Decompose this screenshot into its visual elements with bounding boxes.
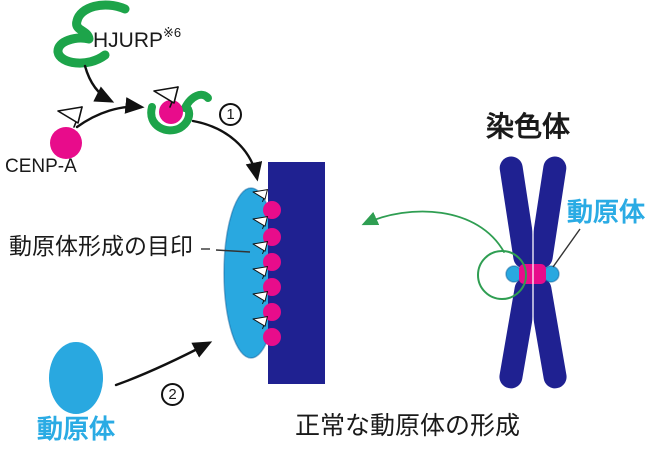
kinetochore-leader-line [552,228,581,268]
arrow-chromosome-to-assembly [361,210,505,253]
arrow-step2 [114,341,213,387]
hjurp-label-text: HJURP [93,29,164,52]
chromosome-label: 染色体 [486,111,571,142]
flag-icon [57,106,83,128]
step-2-badge: 2 [161,383,184,406]
arrow-hjurp-to-complex [83,64,115,103]
hjurp-protein-icon [53,0,130,68]
arrow-cenpa-to-complex [75,97,145,129]
cenpa-label: CENP-A [5,156,77,177]
caption: 正常な動原体の形成 [295,412,521,440]
mark-label: 動原体形成の目印 [9,233,193,259]
hjurp-footnote-mark: ※6 [163,25,182,40]
step-1-badge: 1 [219,103,242,126]
cenp-a-particle [50,106,83,159]
cenp-a-marks [252,189,281,346]
kinetochore-label-right: 動原体 [567,197,646,227]
hjurp-label: HJURP※6 [93,25,182,52]
kinetochore-assembly [223,162,325,384]
arrow-step1 [191,119,263,182]
kinetochore-label-left: 動原体 [37,414,116,444]
mark-leader-line [201,248,251,253]
zoom-region-circle [477,250,527,300]
cenpa-hjurp-complex [147,86,212,135]
chromatin-block [268,162,325,384]
chromosome-shape [499,156,567,389]
free-kinetochore [49,342,103,414]
